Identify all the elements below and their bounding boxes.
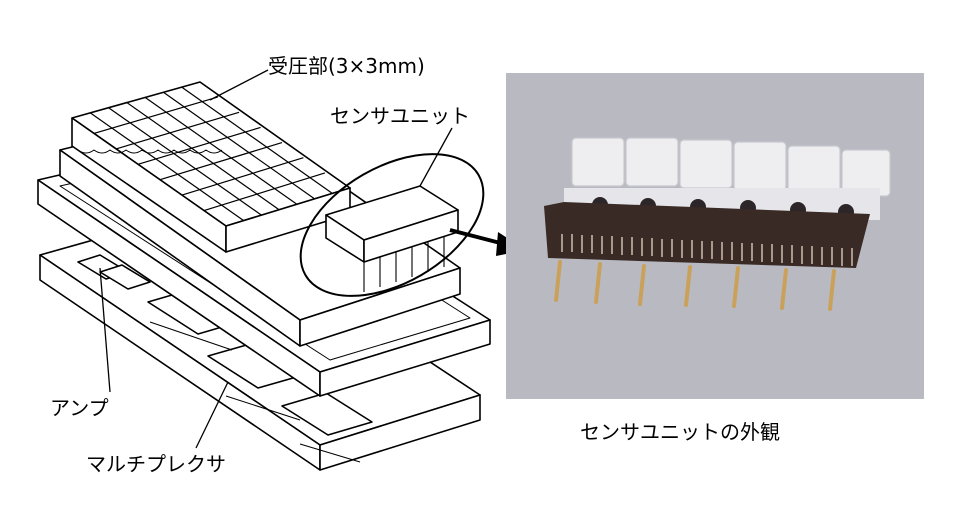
leader-pressure-area <box>209 69 269 101</box>
sensor-unit-strip <box>325 185 459 292</box>
label-amp: アンプ <box>50 396 109 420</box>
photo-caption: センサユニットの外観 <box>580 420 780 444</box>
leader-sensor-unit <box>419 127 453 187</box>
label-multiplexer: マルチプレクサ <box>86 452 226 476</box>
sensor-unit-photo <box>506 73 924 399</box>
leader-multiplexer <box>195 381 229 449</box>
photo-dark-body <box>544 202 870 268</box>
leader-amp <box>99 267 111 393</box>
label-sensor-unit: センサユニット <box>330 104 470 128</box>
label-pressure-area: 受圧部(3×3mm) <box>268 54 425 78</box>
pressure-cap-array <box>71 81 351 253</box>
photo-gold-pins <box>554 260 836 311</box>
highlight-ellipse <box>299 153 485 297</box>
photo-lead-comb <box>561 234 853 266</box>
